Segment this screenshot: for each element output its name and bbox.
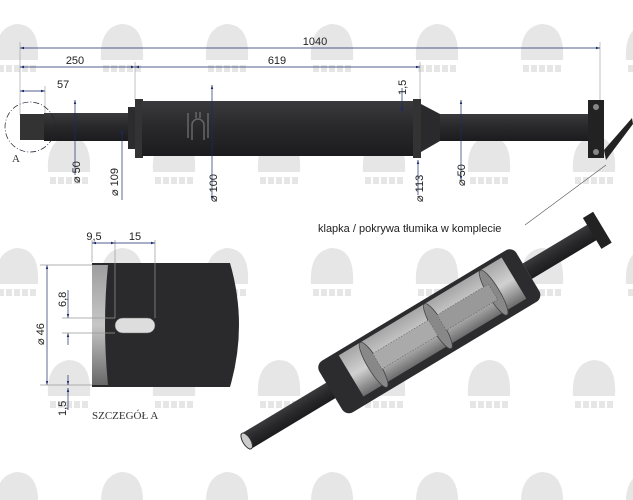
watermark-logo	[205, 472, 249, 500]
dim-inlet-length: 250	[66, 55, 84, 67]
detail-marker: A	[12, 153, 20, 165]
watermark-logo	[467, 136, 511, 184]
detail-title: SZCZEGÓŁ A	[92, 410, 158, 422]
dim-flange-diameter: ⌀ 109	[109, 168, 121, 196]
watermark-logo	[205, 24, 249, 72]
dim-inlet-diameter: ⌀ 50	[71, 161, 83, 183]
watermark-logo	[415, 24, 459, 72]
dim-overall-length: 1040	[303, 36, 327, 48]
watermark-logo	[0, 472, 39, 500]
watermark-logo	[625, 478, 633, 500]
watermark-logo	[310, 248, 354, 296]
watermark-logo	[0, 24, 39, 72]
watermark-logo	[625, 254, 633, 296]
watermark-logo	[310, 24, 354, 72]
watermark-logo	[520, 24, 564, 72]
dim-body-length: 619	[268, 55, 286, 67]
watermark-logo	[625, 30, 633, 72]
watermark-logo	[100, 472, 144, 500]
watermark-logo	[0, 248, 39, 296]
detail-dim-wall: 1,5	[57, 401, 69, 416]
watermark-logo	[47, 360, 91, 408]
detail-dim-diameter: ⌀ 46	[35, 323, 47, 345]
watermark-logo	[415, 472, 459, 500]
main-view: A 1040 250 619 57 1,5 ⌀ 50 ⌀ 109 ⌀ 100 ⌀…	[4, 36, 633, 235]
watermark-logo	[572, 360, 616, 408]
watermark-logo	[520, 472, 564, 500]
watermark-logo	[100, 24, 144, 72]
logo-emboss-icon	[187, 112, 209, 140]
dim-rear-flange-diameter: ⌀ 113	[414, 175, 426, 202]
cutaway-3d-view	[240, 211, 612, 450]
dim-wall: 1,5	[397, 80, 409, 95]
dim-end-length: 57	[57, 79, 69, 91]
dim-body-diameter: ⌀ 100	[208, 174, 220, 202]
dim-outlet-diameter: ⌀ 50	[456, 164, 468, 186]
detail-dim-slot-offset: 9,5	[86, 231, 101, 243]
callout-flap: klapka / pokrywa tłumika w komplecie	[318, 223, 501, 235]
detail-view: 9,5 15 ⌀ 46 6,8 1,5 SZCZEGÓŁ A	[35, 231, 239, 422]
watermark-logo	[257, 360, 301, 408]
watermark-logo	[47, 136, 91, 184]
watermark-logo	[467, 360, 511, 408]
detail-dim-slot-width: 6,8	[57, 292, 69, 307]
watermark-logo	[310, 472, 354, 500]
detail-dim-slot-length: 15	[129, 231, 141, 243]
